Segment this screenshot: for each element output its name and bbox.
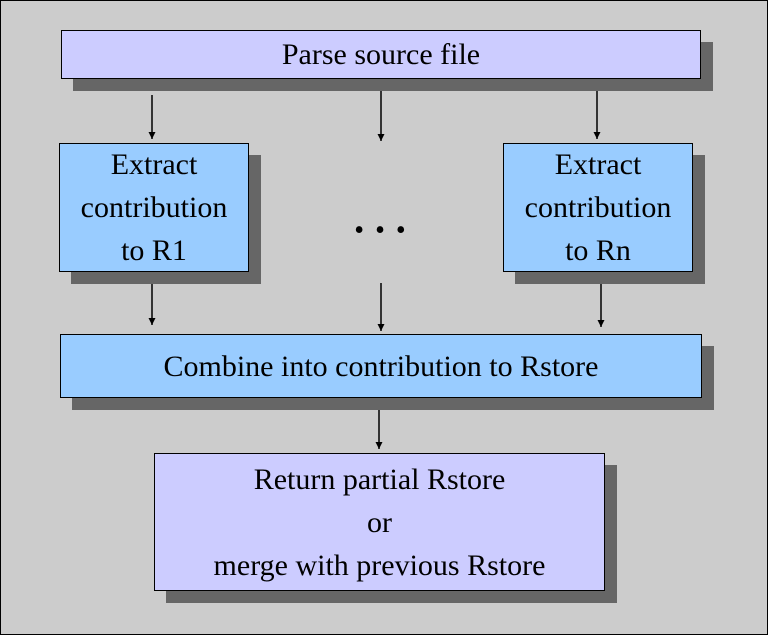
result-line-3: merge with previous Rstore (213, 548, 546, 582)
extract-r1-line-1: Extract (110, 148, 198, 181)
extract-r1-line-3: to R1 (121, 234, 187, 267)
extract-r1-box: Extract contribution to R1 (59, 143, 249, 272)
result-line-2: or (367, 505, 392, 539)
extract-rn-line-3: to Rn (565, 234, 631, 267)
combine-box: Combine into contribution to Rstore (60, 334, 702, 398)
combine-label: Combine into contribution to Rstore (163, 349, 599, 383)
result-line-1: Return partial Rstore (253, 462, 506, 496)
parse-source-box: Parse source file (61, 30, 701, 79)
extract-rn-line-2: contribution (524, 191, 672, 224)
extract-rn-line-1: Extract (554, 148, 642, 181)
ellipsis: • • • (354, 215, 408, 246)
extract-r1-line-2: contribution (80, 191, 228, 224)
parse-source-label: Parse source file (281, 38, 481, 71)
result-box: Return partial Rstore or merge with prev… (154, 453, 605, 591)
extract-rn-box: Extract contribution to Rn (503, 143, 693, 272)
